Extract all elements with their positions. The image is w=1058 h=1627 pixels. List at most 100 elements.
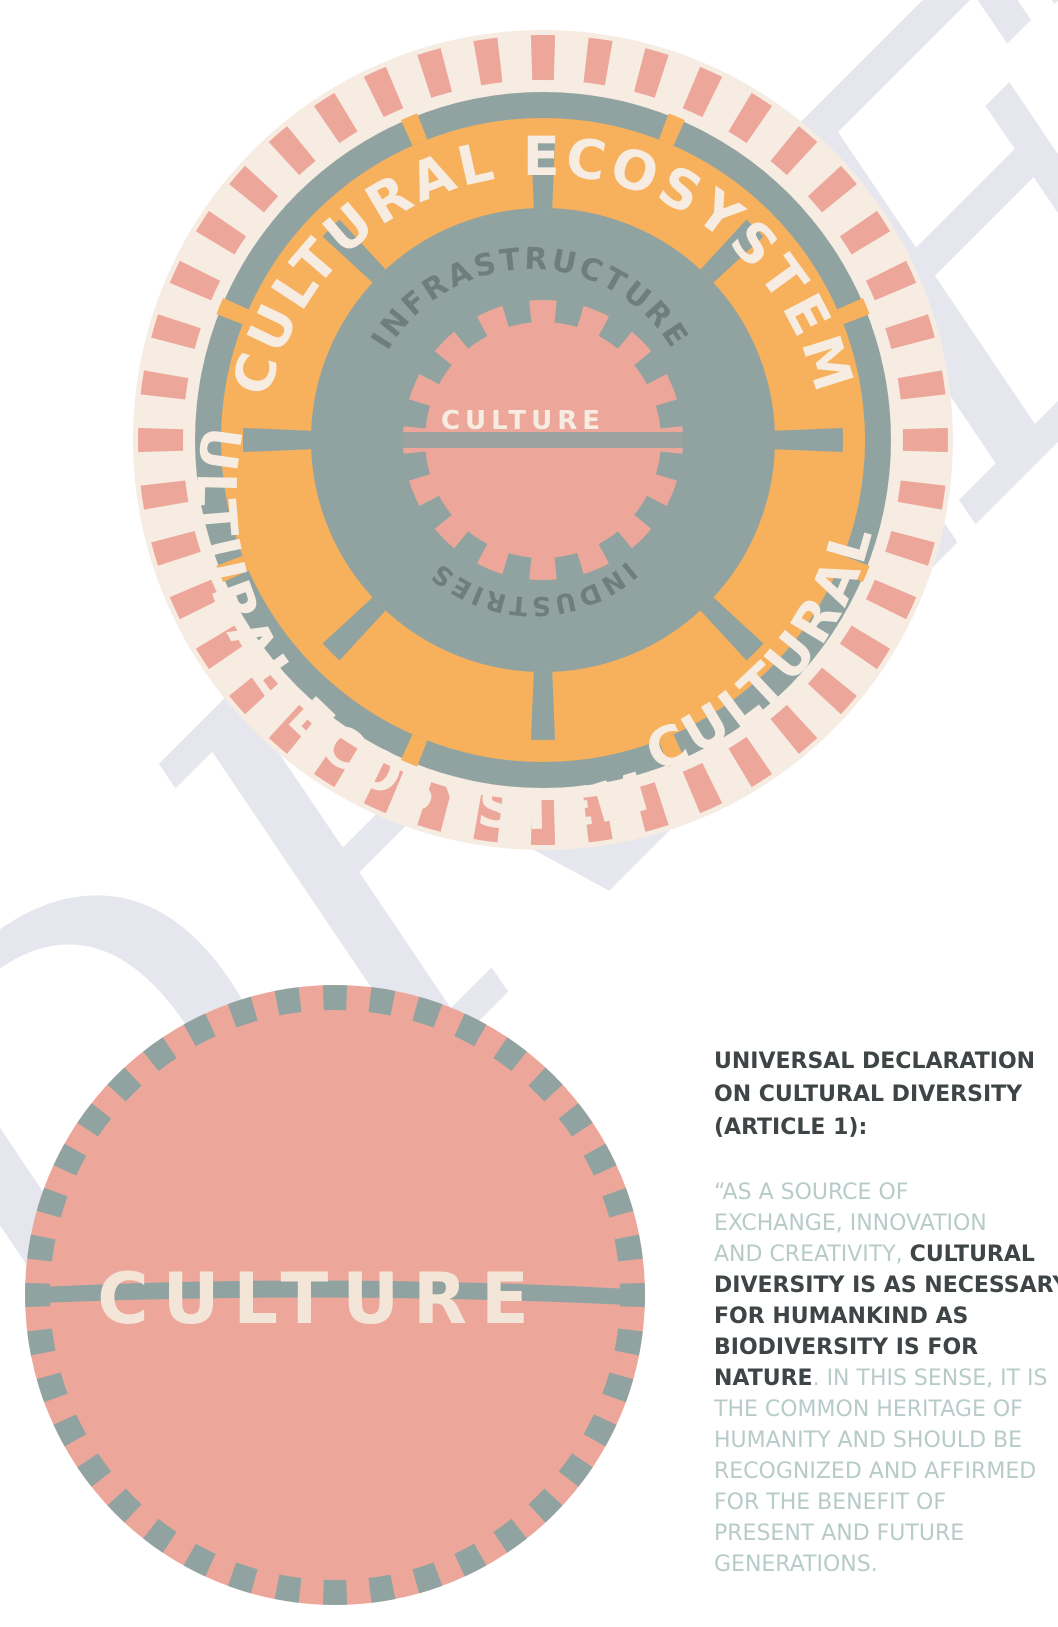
culture-rim-segment (77, 1103, 112, 1137)
culture-rim-segment (454, 1543, 487, 1577)
culture-rim-segment (183, 1543, 216, 1577)
core-gear-tooth (644, 374, 677, 407)
outer-salmon-segment (417, 782, 452, 832)
outer-salmon-segment (865, 579, 917, 620)
quote-body-line: PRESENT AND FUTURE (714, 1518, 1058, 1549)
culture-rim-segment (274, 987, 302, 1016)
outer-salmon-segment (140, 480, 189, 510)
outer-salmon-segment (137, 427, 184, 453)
culture-rim-segment (227, 996, 258, 1028)
quote-emphasis: NATURE (714, 1366, 813, 1391)
outer-salmon-segment (839, 625, 891, 670)
outer-salmon-segment (151, 531, 201, 566)
outer-salmon-segment (363, 66, 404, 118)
outer-salmon-segment (897, 480, 946, 510)
outer-salmon-segment (865, 260, 917, 301)
culture-rim-segment (53, 1414, 87, 1447)
outer-salmon-segment (807, 165, 857, 213)
orange-divider (401, 734, 428, 767)
culture-rim-segment (322, 985, 348, 1011)
quote-text: AND CREATIVITY, (714, 1242, 910, 1267)
outer-salmon-segment (902, 427, 949, 453)
culture-rim-segment (602, 1187, 634, 1218)
slate-spoke (531, 671, 555, 740)
culture-rim-segment (493, 1037, 527, 1072)
outer-salmon-segment (473, 37, 503, 86)
culture-rim-segment (36, 1372, 68, 1403)
culture-rim-segment (274, 1574, 302, 1603)
culture-rim-segment (36, 1187, 68, 1218)
culture-diagram: CULTURE (25, 985, 645, 1605)
culture-big-label: CULTURE (97, 1258, 543, 1340)
quote-emphasis: DIVERSITY IS AS NECESSARY (714, 1273, 1058, 1298)
outer-salmon-segment (728, 92, 773, 144)
outer-salmon-segment (770, 126, 818, 176)
culture-rim-segment (27, 1234, 56, 1262)
slate-spoke (700, 597, 764, 661)
culture-rim-segment (143, 1518, 177, 1553)
core-gear-tooth (529, 554, 557, 580)
culture-rim-segment (183, 1013, 216, 1047)
cultural-ecosystem-diagram: CULTURAL ECOSYSTEM CULTURAL ECOSYSTEM CU… (118, 30, 953, 850)
outer-salmon-segment (313, 736, 358, 788)
outer-salmon-segment (728, 736, 773, 788)
outer-salmon-segment (530, 799, 556, 845)
culture-rim-segment (107, 1067, 142, 1102)
outer-salmon-segments (137, 34, 949, 845)
quote-body-line: BIODIVERSITY IS FOR (714, 1332, 1058, 1363)
outer-salmon-segment (473, 794, 503, 843)
core-gear-tooth (477, 541, 510, 574)
quote-body-line: FOR THE BENEFIT OF (714, 1487, 1058, 1518)
outer-salmon-segment (313, 92, 358, 144)
outer-salmon-segment (839, 210, 891, 255)
culture-rim-segment (454, 1013, 487, 1047)
core-gear-tooth (409, 374, 442, 407)
outer-salmon-segment (417, 48, 452, 98)
orange-divider (837, 298, 870, 325)
outer-salmon-segment (770, 704, 818, 754)
quote-text: GENERATIONS. (714, 1552, 878, 1577)
culture-rim-segment (602, 1372, 634, 1403)
culture-rim-segment (322, 1579, 348, 1605)
quote-emphasis: CULTURAL (909, 1242, 1035, 1267)
quote-text: THE COMMON HERITAGE OF (714, 1397, 1023, 1422)
core-gear-tooth (434, 512, 471, 549)
outer-salmon-segment (268, 126, 316, 176)
core-gear-tooth (409, 473, 442, 506)
quote-text: . IN THIS SENSE, IT IS (812, 1366, 1048, 1391)
quote-body-line: NATURE. IN THIS SENSE, IT IS (714, 1363, 1058, 1394)
quote-emphasis: BIODIVERSITY IS FOR (714, 1335, 979, 1360)
culture-band (40, 1280, 630, 1305)
outer-salmon-segment (268, 704, 316, 754)
slate-spoke (774, 428, 844, 452)
quote-body-line: DIVERSITY IS AS NECESSARY (714, 1270, 1058, 1301)
outer-salmon-segment (195, 210, 247, 255)
core-gear-tooth (576, 306, 609, 339)
outer-salmon-segment (634, 48, 669, 98)
outer-salmon-segment (169, 260, 221, 301)
orange-divider (216, 298, 249, 325)
quote-body-line: RECOGNIZED AND AFFIRMED (714, 1456, 1058, 1487)
outer-salmon-segment (807, 667, 857, 715)
slate-spoke (243, 428, 312, 452)
slate-spoke (700, 219, 764, 283)
core-gear-tooth (644, 473, 677, 506)
outer-salmon-segment (885, 314, 935, 349)
culture-rim-segment (528, 1067, 563, 1102)
quote-body-line: THE COMMON HERITAGE OF (714, 1394, 1058, 1425)
quote-body-line: EXCHANGE, INNOVATION (714, 1208, 1058, 1239)
core-gear-tooth (529, 300, 557, 326)
culture-rim-segment (583, 1414, 617, 1447)
outer-salmon-segment (885, 531, 935, 566)
quote-text: FOR THE BENEFIT OF (714, 1490, 947, 1515)
outer-salmon-segment (897, 370, 946, 400)
core-gear-tooth (615, 512, 652, 549)
culture-rim-segment (412, 1562, 443, 1594)
culture-rim-segment (368, 1574, 396, 1603)
slate-spoke (531, 140, 555, 209)
outer-salmon-segment (151, 314, 201, 349)
slate-spoke (322, 219, 386, 283)
outer-salmon-segment (229, 165, 279, 213)
